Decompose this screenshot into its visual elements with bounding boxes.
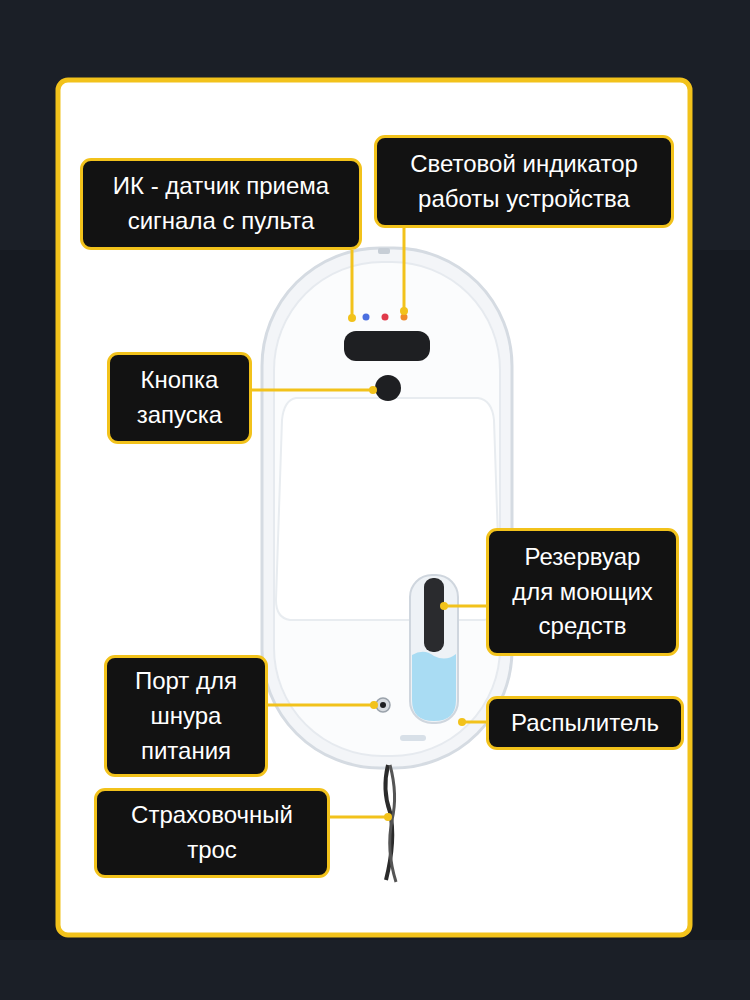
indicator-blue	[363, 314, 370, 321]
callout-text: ИК - датчик приема сигнала с пульта	[97, 169, 345, 239]
safety-rope-strand	[390, 765, 396, 882]
reservoir-cap	[424, 578, 444, 652]
callout-box: ИК - датчик приема сигнала с пульта	[80, 158, 362, 250]
callout-box: Распылитель	[486, 696, 684, 750]
leader-dots	[348, 307, 466, 821]
callout-box: Порт для шнура питания	[104, 655, 268, 777]
start-button	[375, 375, 401, 401]
robot-center-panel	[276, 398, 500, 620]
robot-top-plate	[274, 262, 500, 756]
ir-sensor	[344, 331, 430, 361]
robot-body	[262, 248, 512, 768]
leader-lines	[252, 228, 486, 817]
callout-box: Световой индикатор работы устройства	[374, 135, 674, 228]
callout-text: Страховочный трос	[111, 798, 313, 868]
power-port	[376, 698, 390, 712]
sprayer	[400, 735, 426, 741]
indicator-red	[382, 314, 389, 321]
top-notch	[378, 248, 390, 254]
callout-text: Порт для шнура питания	[121, 664, 251, 768]
callout-text: Световой индикатор работы устройства	[391, 147, 657, 217]
callout-text: Распылитель	[511, 706, 659, 741]
callout-box: Кнопка запуска	[107, 352, 252, 444]
callout-text: Резервуар для моющих средств	[503, 540, 662, 644]
reservoir-liquid	[412, 652, 456, 721]
reservoir	[410, 575, 458, 723]
callout-box: Резервуар для моющих средств	[486, 528, 679, 656]
frame-panel	[58, 80, 690, 935]
callout-text: Кнопка запуска	[124, 363, 235, 433]
callout-box: Страховочный трос	[94, 788, 330, 878]
power-port-hole	[380, 702, 386, 708]
